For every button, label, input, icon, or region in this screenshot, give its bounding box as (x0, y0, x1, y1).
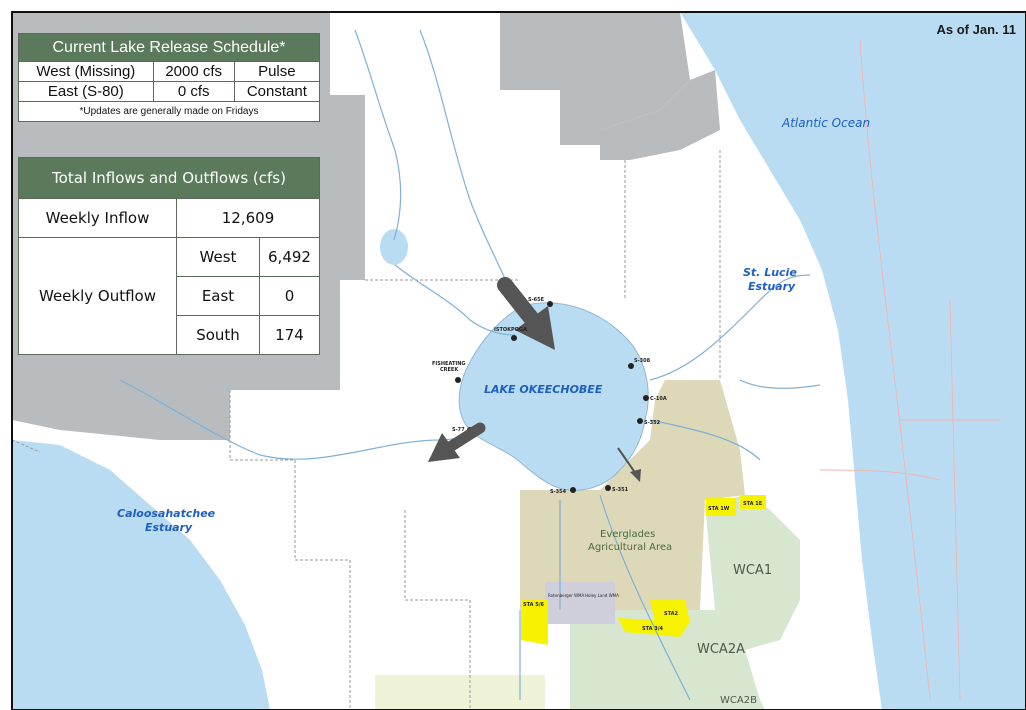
s351-dot (605, 485, 611, 491)
istokpoga-label: ISTOKPOGA (494, 327, 527, 333)
table-row: South 174 (19, 315, 320, 355)
inflow-arrow (497, 277, 555, 350)
fisheating-dot (455, 377, 461, 383)
c10a-dot (643, 395, 649, 401)
sta34-label: STA 3/4 (642, 626, 664, 632)
wca2a-region (570, 610, 765, 710)
sta-1w (706, 498, 736, 516)
map-border (11, 11, 1026, 710)
table-row: Weekly Inflow 12,609 (18, 198, 320, 238)
schedule-note: *Updates are generally made on Fridays (18, 101, 320, 122)
gray-county-ne (600, 70, 720, 160)
istokpoga-dot (511, 335, 517, 341)
schedule-east-rate: 0 cfs (152, 81, 235, 102)
southern-field (375, 675, 545, 710)
fisheating-label-1: FISHEATING (432, 361, 466, 367)
wca2a-label: WCA2A (697, 642, 745, 657)
wca2b-label: WCA2B (720, 695, 757, 706)
st-lucie-label-2: Estuary (748, 280, 796, 293)
schedule-west-mode: Pulse (233, 61, 321, 82)
sta56-label: STA 5/6 (523, 602, 545, 608)
outflow-east-value: 0 (259, 276, 320, 316)
s351-label: S-351 (612, 487, 629, 493)
table-row: East 0 (19, 276, 320, 316)
gray-county-n (500, 12, 690, 145)
lake-okeechobee-label: LAKE OKEECHOBEE (484, 383, 603, 396)
south-outflow-arrow (617, 447, 641, 482)
outflow-east-label: East (176, 276, 260, 316)
everglades-agricultural-area (520, 380, 745, 610)
sta-2 (650, 600, 690, 622)
holey-land-label: Holey Land WMA (585, 593, 619, 598)
structure-points (455, 301, 649, 493)
weekly-outflow-label: Weekly Outflow (18, 237, 177, 355)
roads (819, 39, 1000, 701)
schedule-east-name: East (S-80) (18, 81, 154, 102)
county-lines (11, 150, 721, 710)
sta1e-label: STA 1E (743, 501, 763, 507)
s308-label: S-308 (634, 358, 651, 364)
s352-dot (637, 418, 643, 424)
outflow-south-value: 174 (259, 315, 320, 355)
table-row: Weekly Outflow West 6,492 (18, 237, 320, 355)
s354-dot (570, 487, 576, 493)
as-of-date: As of Jan. 11 (936, 22, 1016, 37)
outflow-west-value: 6,492 (259, 237, 320, 277)
schedule-west-rate: 2000 cfs (152, 61, 235, 82)
wca1-region (705, 495, 800, 650)
eaa-label-1: Everglades (600, 529, 655, 540)
atlantic-ocean (680, 12, 1026, 710)
s352-label: S-352 (644, 420, 661, 426)
gulf-water (12, 440, 270, 710)
c10a-label: C-10A (650, 396, 667, 402)
caloosahatchee-label-1: Caloosahatchee (117, 507, 216, 520)
s308-dot (628, 363, 634, 369)
schedule-west-name: West (Missing) (18, 61, 154, 82)
rotenberger-region (545, 582, 615, 624)
caloosahatchee-label-2: Estuary (145, 521, 193, 534)
s77-label: S-77 (452, 427, 465, 433)
rotenberger-label: Rotenberger WMA (548, 593, 585, 598)
s354-label: S-354 (550, 489, 567, 495)
s65e-dot (547, 301, 553, 307)
release-schedule-title: Current Lake Release Schedule* (18, 33, 320, 62)
flows-title: Total Inflows and Outflows (cfs) (18, 157, 320, 199)
s65e-label: S-65E (528, 297, 545, 303)
sta-56 (521, 600, 548, 645)
outflow-west-label: West (176, 237, 260, 277)
table-row: East (S-80) 0 cfs Constant (18, 81, 321, 102)
sta-1e (740, 495, 766, 509)
eaa-label-2: Agricultural Area (588, 542, 672, 553)
weekly-inflow-label: Weekly Inflow (18, 198, 177, 238)
fisheating-label-2: CREEK (440, 367, 459, 373)
sta2-label: STA2 (664, 611, 678, 617)
sta1w-label: STA 1W (708, 506, 730, 512)
release-schedule-table: Current Lake Release Schedule* West (Mis… (18, 33, 321, 122)
structure-labels: FISHEATING CREEK ISTOKPOGA S-65E S-308 C… (432, 297, 763, 632)
inflow-outflow-table: Total Inflows and Outflows (cfs) Weekly … (18, 157, 320, 355)
west-outflow-arrow (428, 422, 486, 462)
rivers-and-canals (119, 29, 821, 701)
atlantic-ocean-label: Atlantic Ocean (781, 116, 870, 130)
schedule-east-mode: Constant (233, 81, 321, 102)
wca1-label: WCA1 (733, 563, 772, 578)
st-lucie-label-1: St. Lucie (743, 266, 797, 279)
lake-istokpoga (380, 229, 408, 265)
weekly-inflow-value: 12,609 (176, 198, 320, 238)
table-row: West (Missing) 2000 cfs Pulse (18, 61, 321, 82)
outflow-south-label: South (176, 315, 260, 355)
